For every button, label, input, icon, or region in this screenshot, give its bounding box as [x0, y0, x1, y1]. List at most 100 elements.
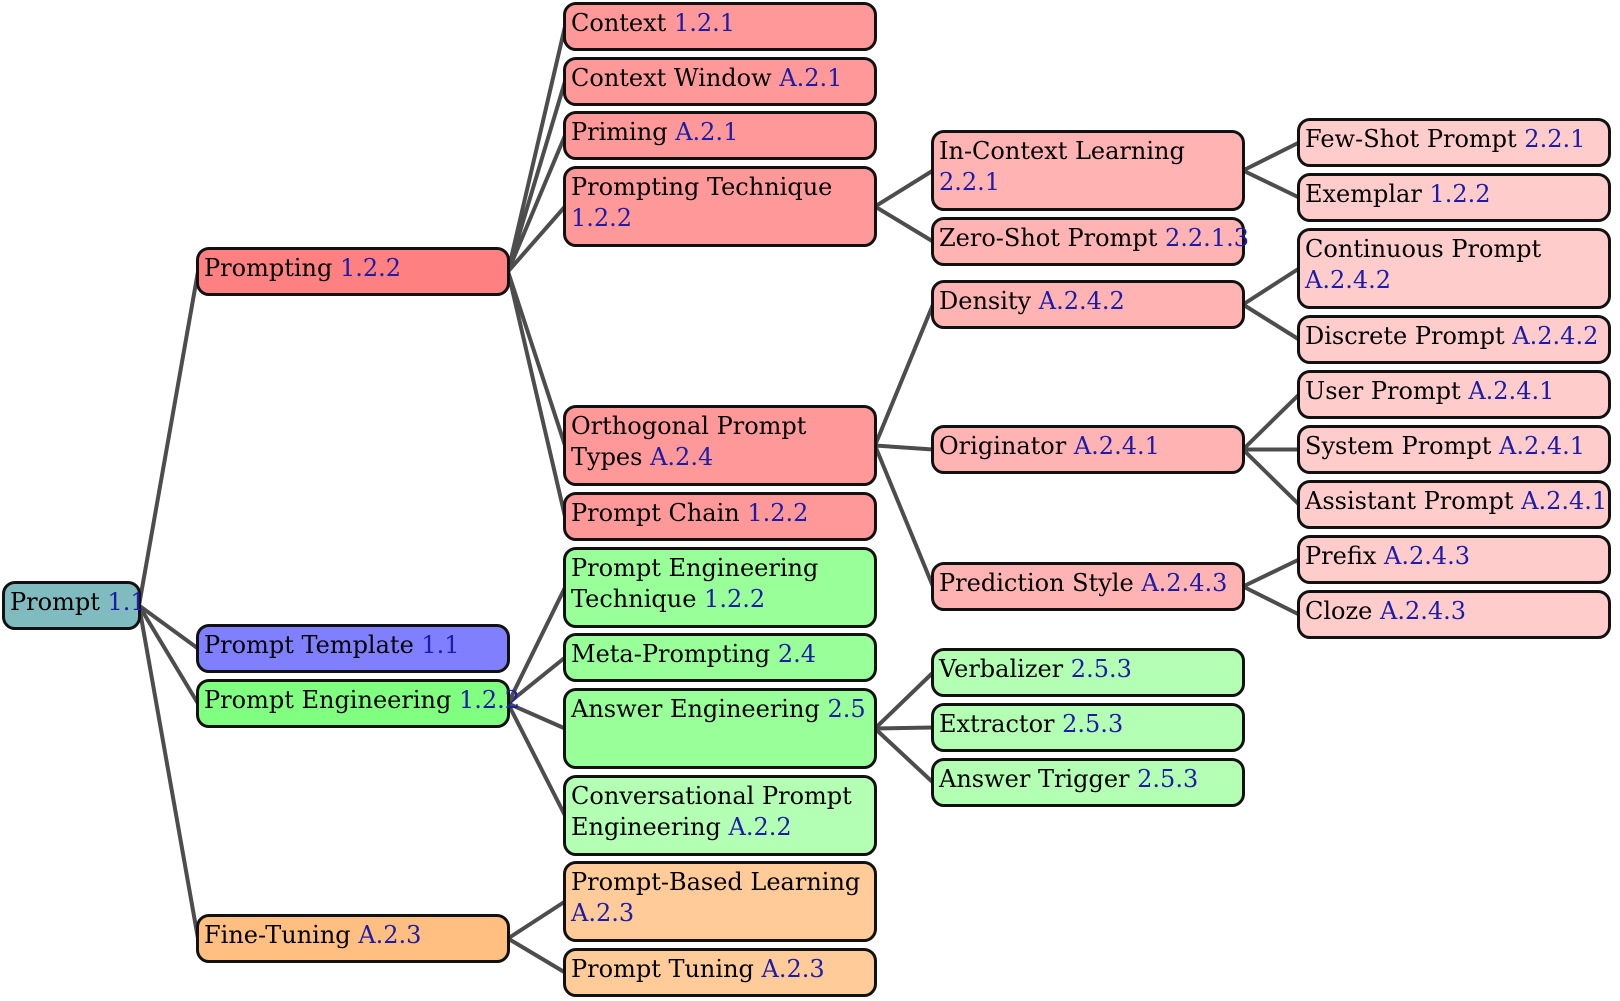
node-continuous-prompt: Continuous Prompt A.2.4.2 [1297, 228, 1611, 309]
node-meta-prompting: Meta-Prompting 2.4 [563, 633, 877, 682]
edge-prompting-prompting_technique [506, 204, 567, 274]
node-prompt-engineering-technique: Prompt Engineering Technique 1.2.2 [563, 547, 877, 628]
node-in-context-learning: In-Context Learning 2.2.1 [931, 130, 1245, 211]
node-label: Conversational Prompt Engineering [571, 782, 852, 841]
edge-prompt_engineering-prompt_engineering_technique [506, 585, 567, 706]
node-label: Prompt Template [204, 631, 414, 659]
node-label: Context Window [571, 64, 772, 92]
edge-orthogonal_prompt_types-density [873, 302, 935, 448]
node-density: Density A.2.4.2 [931, 280, 1245, 329]
node-priming: Priming A.2.1 [563, 111, 877, 160]
edge-in_context_learning-exemplar [1241, 168, 1301, 200]
section-ref: 1.2.1 [673, 9, 736, 37]
edge-in_context_learning-few_shot_prompt [1241, 140, 1301, 173]
section-ref: A.2.3 [358, 921, 422, 949]
node-cloze: Cloze A.2.4.3 [1297, 590, 1611, 639]
node-assistant-prompt: Assistant Prompt A.2.4.1 [1297, 480, 1611, 529]
edge-prompt-prompting [137, 269, 200, 608]
node-label: Assistant Prompt [1305, 487, 1514, 515]
section-ref: A.2.4.3 [1141, 569, 1228, 597]
node-prompt: Prompt 1.1 [2, 581, 146, 630]
node-prompt-chain: Prompt Chain 1.2.2 [563, 492, 877, 541]
edge-density-continuous_prompt [1241, 266, 1301, 307]
section-ref: 1.2.2 [704, 585, 766, 613]
node-label: Prompt Engineering Technique [571, 554, 819, 613]
node-prompting-technique: Prompting Technique 1.2.2 [563, 166, 877, 247]
node-answer-engineering: Answer Engineering 2.5 [563, 688, 877, 769]
section-ref: A.2.1 [779, 64, 843, 92]
node-label: Answer Trigger [939, 765, 1130, 793]
node-label: Originator [939, 432, 1067, 460]
section-ref: 2.5.3 [1137, 765, 1199, 793]
node-label: Prompt Engineering [204, 686, 452, 714]
node-user-prompt: User Prompt A.2.4.1 [1297, 370, 1611, 419]
node-prefix: Prefix A.2.4.3 [1297, 535, 1611, 584]
edge-density-discrete_prompt [1241, 302, 1301, 342]
node-zero-shot-prompt: Zero-Shot Prompt 2.2.1.3 [931, 217, 1249, 266]
section-ref: 2.4 [777, 640, 816, 668]
edge-orthogonal_prompt_types-prediction_style [873, 443, 935, 589]
node-label: Exemplar [1305, 180, 1422, 208]
edge-answer_engineering-extractor [873, 725, 935, 731]
node-context: Context 1.2.1 [563, 2, 877, 51]
node-verbalizer: Verbalizer 2.5.3 [931, 648, 1245, 697]
node-label: Fine-Tuning [204, 921, 351, 949]
node-label: Prompting Technique [571, 173, 833, 201]
edge-prompting-prompt_chain [506, 269, 567, 519]
edge-prediction_style-prefix [1241, 557, 1301, 589]
section-ref: 2.5.3 [1070, 655, 1132, 683]
section-ref: A.2.4.3 [1384, 542, 1471, 570]
node-label: Few-Shot Prompt [1305, 125, 1517, 153]
section-ref: 1.2.2 [1429, 180, 1491, 208]
section-ref: A.2.4.1 [1073, 432, 1160, 460]
edge-prompting-priming [506, 133, 567, 274]
node-label: Density [939, 287, 1032, 315]
node-label: Meta-Prompting [571, 640, 771, 668]
node-answer-trigger: Answer Trigger 2.5.3 [931, 758, 1245, 807]
node-label: Context [571, 9, 667, 37]
edge-answer_engineering-answer_trigger [873, 726, 935, 785]
node-label: Priming [571, 118, 668, 146]
edge-prompt_engineering-meta_prompting [506, 655, 567, 706]
section-ref: A.2.4.2 [1305, 266, 1392, 294]
edge-originator-assistant_prompt [1241, 447, 1301, 507]
section-ref: 2.2.1 [1524, 125, 1586, 153]
edge-prompt-prompt_template [137, 603, 200, 651]
node-prediction-style: Prediction Style A.2.4.3 [931, 562, 1245, 611]
node-fine-tuning: Fine-Tuning A.2.3 [196, 914, 510, 963]
node-prompt-based-learning: Prompt-Based Learning A.2.3 [563, 861, 877, 942]
edge-prompt-prompt_engineering [137, 603, 200, 706]
node-label: Cloze [1305, 597, 1373, 625]
section-ref: A.2.4.2 [1038, 287, 1125, 315]
node-conversational-prompt-engineering: Conversational Prompt Engineering A.2.2 [563, 775, 877, 856]
node-few-shot-prompt: Few-Shot Prompt 2.2.1 [1297, 118, 1611, 167]
section-ref: A.2.3 [761, 955, 825, 983]
section-ref: A.2.4.3 [1379, 597, 1467, 625]
node-label: Answer Engineering [571, 695, 820, 723]
node-label: Prompt [10, 588, 100, 616]
node-orthogonal-prompt-types: Orthogonal Prompt Types A.2.4 [563, 405, 877, 486]
edge-prompting_technique-in_context_learning [873, 168, 935, 209]
edge-fine_tuning-prompt_based_learning [506, 899, 567, 941]
edge-prompting-orthogonal_prompt_types [506, 269, 567, 448]
section-ref: 1.2.2 [339, 254, 402, 282]
edge-prompting-context [506, 24, 567, 274]
node-label: Prediction Style [939, 569, 1134, 597]
edge-prompting_technique-zero_shot_prompt [873, 204, 935, 244]
section-ref: A.2.4.1 [1521, 487, 1608, 515]
node-prompt-tuning: Prompt Tuning A.2.3 [563, 948, 877, 997]
node-label: Prefix [1305, 542, 1377, 570]
node-label: Discrete Prompt [1305, 322, 1505, 350]
section-ref: 1.2.2 [747, 499, 809, 527]
edge-prompt-fine_tuning [137, 603, 200, 941]
node-originator: Originator A.2.4.1 [931, 425, 1245, 474]
section-ref: 2.2.1.3 [1165, 224, 1249, 252]
edge-prompt_engineering-answer_engineering [506, 701, 567, 731]
section-ref: 2.2.1 [939, 168, 1001, 196]
edge-fine_tuning-prompt_tuning [506, 936, 567, 975]
edge-answer_engineering-verbalizer [873, 670, 935, 731]
section-ref: 2.5 [827, 695, 866, 723]
edge-originator-user_prompt [1241, 392, 1301, 452]
section-ref: 1.2.2 [571, 204, 633, 232]
